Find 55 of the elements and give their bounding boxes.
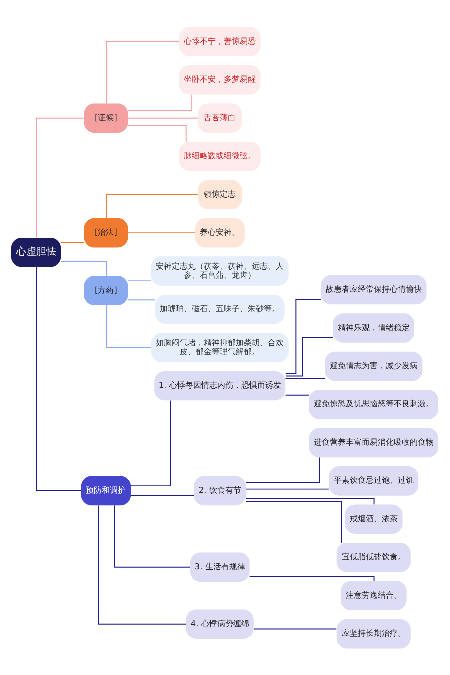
connector: [285, 394, 310, 396]
connector: [60, 242, 85, 243]
node-box: 进食营养丰富而易消化吸收的食物: [309, 428, 439, 458]
node-box: 养心安神。: [195, 218, 245, 248]
node-box: 坐卧不安，多梦易醒: [179, 64, 261, 94]
connector: [128, 280, 152, 282]
node-box: 戒烟酒、浓茶: [344, 504, 403, 534]
node-box: 如胸闷气堵，精神抑郁加柴胡、合欢皮、郁金等理气解郁。: [151, 332, 289, 362]
connector: [246, 498, 375, 505]
connector: [128, 94, 193, 112]
connector: [106, 40, 180, 104]
node-box: 精神乐观，情绪稳定: [333, 313, 415, 342]
connector: [106, 194, 198, 218]
connector: [36, 117, 85, 238]
connector: [98, 504, 187, 624]
node-box: 故患者应经常保持心情愉快: [321, 274, 427, 304]
node-box: [治法]: [84, 218, 128, 248]
connector: [254, 628, 338, 630]
connector: [130, 494, 194, 496]
connector: [246, 500, 342, 543]
connector: [130, 400, 172, 486]
node-box: 舌苔薄白: [198, 103, 242, 132]
node-box: [证候]: [84, 103, 128, 132]
connector: [249, 576, 375, 582]
node-box: 预防和调护: [81, 476, 132, 506]
node-box: 避免惊恐及忧思恼怒等不良刺激。: [309, 390, 439, 419]
connector: [285, 378, 326, 379]
node-box: 4. 心悸病势缠绵: [186, 609, 254, 638]
node-box: 应坚持长期治疗。: [336, 618, 411, 648]
connector: [286, 337, 334, 376]
node-box: 避免情志为害，减少发病: [325, 351, 423, 381]
node-box: 安神定志丸（茯苓、茯神、远志、人参、石菖蒲、龙齿）: [151, 256, 289, 286]
connector: [128, 232, 196, 234]
node-box: 2. 饮食有节: [194, 476, 246, 506]
connector: [60, 260, 108, 276]
connector: [36, 266, 82, 491]
connector: [128, 124, 187, 142]
connector: [246, 488, 330, 490]
connector: [114, 504, 191, 568]
node-box: [方药]: [84, 276, 128, 305]
node-box: 1. 心悸每因情志内伤，恐惧而诱发: [154, 370, 286, 400]
connector: [106, 304, 152, 348]
node-box: 心悸不宁，善惊易恐: [179, 26, 261, 56]
node-box: 心虚胆怯: [11, 237, 62, 267]
connector: [128, 299, 156, 300]
connector: [128, 117, 198, 118]
node-box: 镇惊定志: [198, 180, 242, 209]
node-box: 宜低脂低盐饮食。: [336, 542, 411, 572]
node-box: 3. 生活有规律: [190, 552, 250, 582]
node-box: 脉细略数或细微弦。: [179, 141, 261, 171]
node-box: 加琥珀、磁石、五味子、朱砂等。: [155, 294, 285, 324]
connector: [285, 298, 322, 374]
connector: [246, 456, 320, 483]
node-box: 平素饮食忌过饱、过饥: [329, 466, 419, 496]
node-box: 注意劳逸结合。: [340, 580, 407, 610]
